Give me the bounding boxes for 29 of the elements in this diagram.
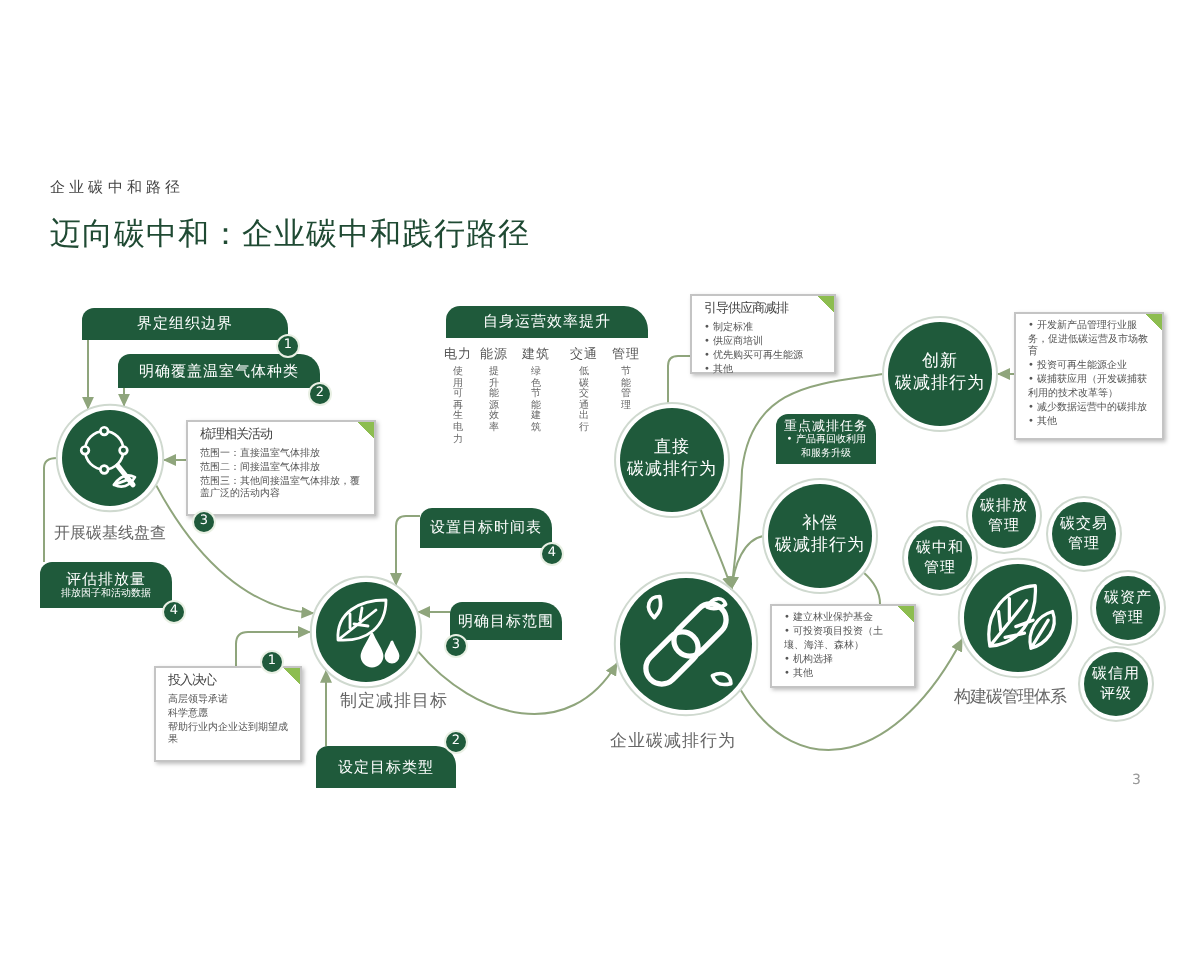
circle-node: 创新碳减排行为 [888, 322, 992, 426]
connector-line [43, 457, 58, 563]
tab-box [776, 414, 876, 464]
node-label: 开展碳基线盘查 [54, 522, 166, 544]
arrow [235, 626, 312, 667]
node-label: 制定减排目标 [340, 692, 448, 714]
arrow [416, 606, 451, 618]
arrow [727, 535, 764, 591]
arrow [118, 387, 130, 408]
title: 迈向碳中和：企业碳中和践行路径 [50, 214, 530, 254]
note-card [770, 604, 916, 688]
arrow [82, 339, 94, 411]
connector-line [862, 571, 881, 605]
arrow [416, 649, 619, 715]
arrow [154, 483, 316, 618]
note-card [154, 666, 302, 762]
arrow [699, 508, 734, 591]
note-card [1014, 312, 1164, 440]
note-card [186, 420, 376, 516]
node-label: 企业碳减排行为 [610, 732, 736, 754]
circle-node: 直接碳减排行为 [620, 408, 724, 512]
tab-box [40, 562, 172, 608]
arrow [739, 637, 964, 751]
arrow [320, 668, 332, 747]
circle-node: 补偿碳减排行为 [768, 484, 872, 588]
note-card [690, 294, 836, 374]
arrow [996, 368, 1015, 380]
arrow [162, 454, 187, 466]
node-label: 构建碳管理体系 [954, 686, 1066, 708]
